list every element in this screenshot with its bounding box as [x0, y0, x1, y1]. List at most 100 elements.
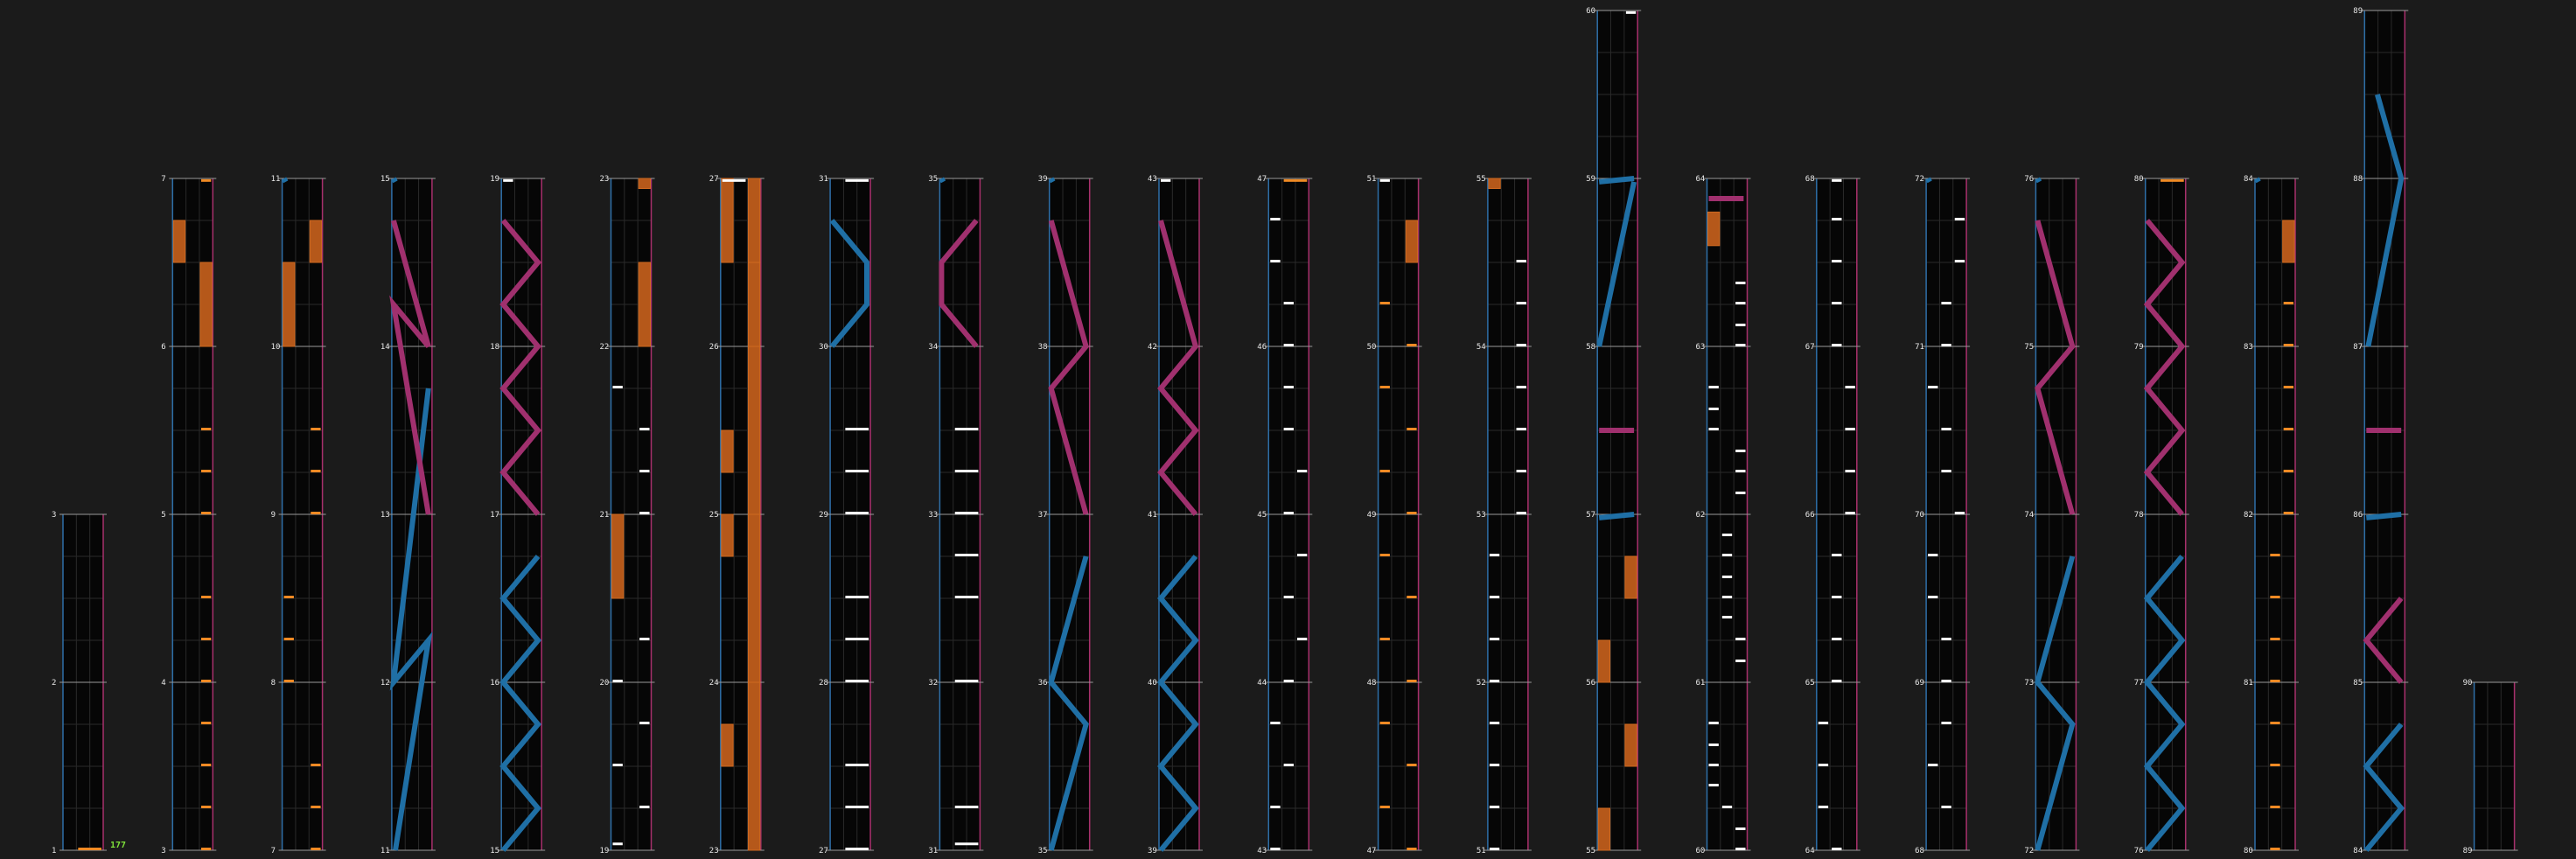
white-tap-note: [1832, 218, 1842, 220]
measure-number: 27: [819, 847, 828, 856]
white-tap-note: [639, 722, 650, 724]
white-tap-note: [1708, 407, 1719, 410]
slide-path: [829, 219, 869, 348]
orange-tap-note: [200, 848, 212, 850]
measure-number: 15: [490, 847, 499, 856]
measure-number: 82: [2244, 511, 2253, 520]
orange-tap-note: [2283, 386, 2293, 388]
orange-tap-note: [78, 848, 101, 850]
measure-number: 74: [2024, 511, 2034, 520]
white-tap-note: [845, 178, 869, 182]
hold-note: [721, 513, 734, 557]
measure-number: 52: [1476, 679, 1486, 688]
hold-note: [1488, 178, 1501, 190]
white-tap-note: [845, 512, 869, 514]
measure-number: 53: [1476, 511, 1486, 520]
white-tap-note: [1516, 302, 1526, 304]
orange-tap-note: [1379, 470, 1390, 472]
white-tap-note: [1735, 449, 1746, 452]
white-tap-note: [1283, 764, 1294, 766]
measure-number: 72: [2024, 847, 2034, 856]
white-tap-note: [954, 428, 979, 430]
orange-tap-note: [200, 638, 212, 640]
white-tap-note: [1735, 638, 1746, 640]
orange-tap-note: [200, 680, 212, 682]
orange-tap-note: [200, 764, 212, 766]
white-tap-note: [1270, 806, 1281, 808]
white-tap-note: [1708, 784, 1719, 787]
measure-number: 75: [2024, 343, 2034, 352]
white-tap-note: [1625, 10, 1637, 14]
slide-path: [1596, 181, 1637, 347]
orange-tap-note: [283, 638, 294, 640]
white-tap-note: [612, 386, 623, 388]
orange-tap-note: [2270, 554, 2280, 556]
slide-path: [389, 220, 431, 515]
measure-number: 6: [161, 343, 165, 352]
measure-number: 67: [1805, 343, 1815, 352]
white-tap-note: [1489, 806, 1500, 808]
hold-note: [747, 513, 761, 683]
measure-number: 55: [1586, 847, 1595, 856]
white-tap-note: [639, 806, 650, 808]
measure-number: 61: [1696, 679, 1706, 688]
white-tap-note: [1516, 512, 1526, 514]
orange-tap-note: [1407, 512, 1417, 514]
combo-counter: 177: [110, 841, 127, 850]
measure-number: 10: [271, 343, 281, 352]
measure-number: 12: [380, 679, 390, 688]
white-tap-note: [954, 512, 979, 514]
white-tap-note: [1954, 512, 1965, 514]
orange-tap-note: [1379, 554, 1390, 556]
hold-note: [747, 346, 761, 515]
hold-note: [1597, 639, 1611, 683]
white-tap-note: [845, 470, 869, 472]
measure-number: 33: [928, 511, 938, 520]
orange-tap-note: [2283, 470, 2293, 472]
orange-tap-note: [2283, 302, 2293, 304]
slide-path: [1048, 220, 1089, 515]
white-tap-note: [1832, 680, 1842, 682]
orange-tap-note: [1407, 680, 1417, 682]
measure-number: 76: [2134, 847, 2144, 856]
white-tap-note: [1489, 554, 1500, 556]
hold-note: [721, 430, 734, 473]
orange-tap-note: [200, 722, 212, 724]
white-tap-note: [845, 428, 869, 430]
white-tap-note: [1845, 386, 1855, 388]
orange-tap-note: [2270, 638, 2280, 640]
orange-tap-note: [283, 596, 294, 598]
measure-number: 31: [928, 847, 938, 856]
measure-number: 86: [2353, 511, 2363, 520]
measure-number: 44: [1257, 679, 1267, 688]
white-tap-note: [1832, 260, 1842, 262]
measure-number: 24: [709, 679, 719, 688]
white-tap-note: [1845, 428, 1855, 430]
slide-path: [2143, 219, 2186, 516]
orange-tap-note: [311, 470, 321, 472]
white-tap-note: [1845, 512, 1855, 514]
slide-path: [939, 219, 979, 348]
measure-number: 30: [819, 343, 828, 352]
measure-number: 60: [1696, 847, 1706, 856]
white-tap-note: [1296, 554, 1308, 556]
orange-tap-note: [283, 680, 294, 682]
measure-number: 13: [380, 511, 390, 520]
white-tap-note: [1708, 386, 1719, 388]
white-tap-note: [1489, 680, 1500, 682]
hold-note: [721, 178, 734, 263]
white-tap-note: [1818, 722, 1829, 724]
hold-note: [1597, 807, 1611, 851]
white-tap-note: [1489, 764, 1500, 766]
orange-tap-note: [311, 512, 321, 514]
slide-path: [2254, 177, 2261, 184]
orange-tap-note: [200, 428, 212, 430]
measure-number: 32: [928, 679, 938, 688]
measure-number: 19: [600, 847, 610, 856]
measure-number: 78: [2134, 511, 2144, 520]
measure-number: 50: [1367, 343, 1377, 352]
white-tap-note: [722, 178, 746, 182]
hold-note: [2282, 220, 2295, 263]
